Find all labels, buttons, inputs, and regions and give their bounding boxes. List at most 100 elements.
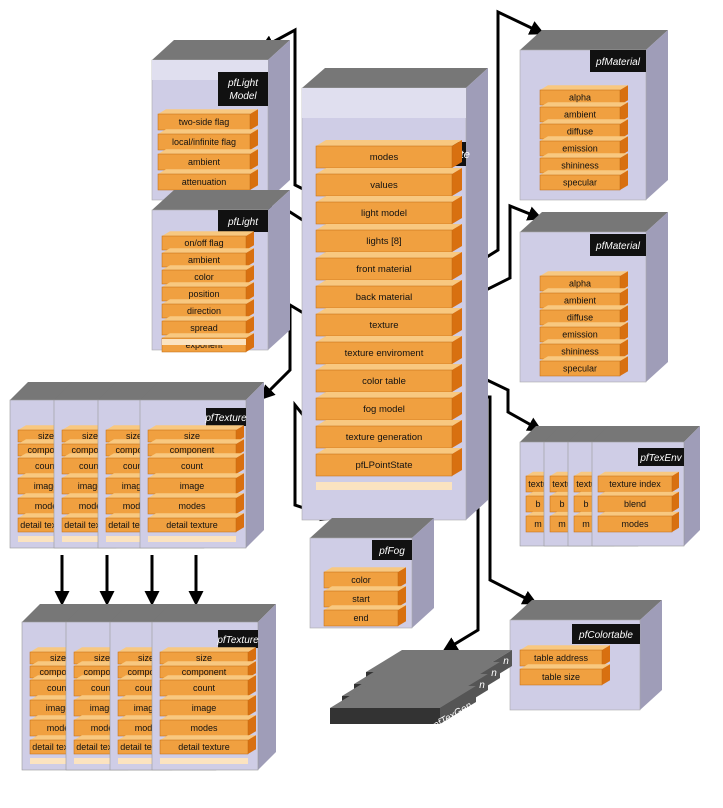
texenv-card-0-label-2: m xyxy=(534,519,542,529)
texenv-card-2-label-2: m xyxy=(582,519,590,529)
texture-bottom-stack-card-2-label-5: detail texture xyxy=(120,742,172,752)
material-back-field-0-label: alpha xyxy=(569,279,591,289)
light-field-0-label: on/off flag xyxy=(184,238,223,248)
texture-bottom-stack-card-3-field-2 xyxy=(159,675,256,697)
texture-bottom-stack-card-3-label-5: detail texture xyxy=(178,742,230,752)
light-model-field-0-label: two-side flag xyxy=(179,117,230,127)
fog-field-2: end xyxy=(323,605,406,627)
texture-top-stack-card-1-label-2: count xyxy=(79,461,102,471)
texture-bottom-stack-card-0-label-4: mode xyxy=(47,723,70,733)
geostate-field-7: texture enviroment xyxy=(315,336,462,365)
geostate-field-5-label: back material xyxy=(356,292,413,303)
texture-top-stack-card-0-label-3: image xyxy=(34,481,59,491)
geostate-top-face xyxy=(302,68,488,88)
material-front-header xyxy=(590,50,646,72)
material-back-field-1-label: ambient xyxy=(564,296,597,306)
geostate-field-3-label: lights [8] xyxy=(366,236,401,247)
texenv-front-title: pfTexEnv xyxy=(639,453,682,464)
texture-bottom-stack-card-1-label-1: compone xyxy=(83,667,120,677)
colortable-field-0-label: table address xyxy=(534,653,589,663)
light-field-1-label: ambient xyxy=(188,255,221,265)
material-front-field-5: specular xyxy=(539,170,628,191)
texgen-slab-1-label: n xyxy=(491,668,497,679)
texgen-slab-2-label: n xyxy=(479,680,485,691)
texture-bottom-stack-card-1-label-5: detail texture xyxy=(76,742,128,752)
texture-bottom-stack-card-1-label-3: image xyxy=(90,703,115,713)
texture-top-stack-card-3-field-5 xyxy=(147,513,244,533)
colortable-field-bars: table address table size xyxy=(519,645,610,686)
texture-bottom-stack-card-3-label-4: modes xyxy=(190,723,218,733)
texture-bottom-stack-card-0-label-3: image xyxy=(46,703,71,713)
material-front-field-2: diffuse xyxy=(539,119,628,140)
fog-field-1-label: start xyxy=(352,594,370,604)
texture-top-stack-card-0-label-5: detail texture xyxy=(20,520,72,530)
light-model-field-1-label: local/infinite flag xyxy=(172,137,236,147)
light-model-header xyxy=(218,72,268,106)
texture-top-stack-card-0-label-1: compone xyxy=(27,445,64,455)
material-back-title: pfMaterial xyxy=(595,241,641,252)
texture-top-stack-card-1-label-1: compone xyxy=(71,445,108,455)
material-back-field-4-label: shininess xyxy=(561,347,599,357)
geostate-field-0-label: modes xyxy=(370,152,399,163)
texture-top-stack-card-1-label-0: size xyxy=(82,431,98,441)
fog-title: pfFog xyxy=(378,546,405,557)
geostate-field-8-label: color table xyxy=(362,376,406,387)
light-field-3: position xyxy=(161,282,254,302)
geostate-field-10: texture generation xyxy=(315,420,462,449)
light-model-title-1: pfLight xyxy=(227,78,259,89)
geostate-field-10-label: texture generation xyxy=(346,432,423,443)
material-back-header xyxy=(590,234,646,256)
texture-bottom-stack-card-0-label-1: compone xyxy=(39,667,76,677)
texture-top-stack-card-3-label-2: count xyxy=(181,461,204,471)
texture-top-stack-card-1-label-3: image xyxy=(78,481,103,491)
material-front-title: pfMaterial xyxy=(595,57,641,68)
colortable-field-1-label: table size xyxy=(542,672,580,682)
texture-bottom-stack-card-2-label-2: count xyxy=(135,683,158,693)
light-field-2-label: color xyxy=(194,272,214,282)
light-model-field-2-label: ambient xyxy=(188,157,221,167)
material-back-field-4: shininess xyxy=(539,339,628,360)
texture-top-stack-card-2-label-1: compone xyxy=(115,445,152,455)
fog-field-2-label: end xyxy=(353,613,368,623)
geostate-field-0: modes xyxy=(315,140,462,169)
geostate-field-11-label: pfLPointState xyxy=(355,460,412,471)
texture-top-stack-card-3-label-4: modes xyxy=(178,501,206,511)
texture-top-stack-card-2-label-3: image xyxy=(122,481,147,491)
texture-top-stack-card-3: pfTexturesizecomponentcountimagemodesdet… xyxy=(139,382,264,549)
material-back-field-5: specular xyxy=(539,356,628,377)
geostate-field-4-label: front material xyxy=(356,264,411,275)
geostate-side-face xyxy=(466,68,488,520)
light-model-field-0: two-side flag xyxy=(157,109,258,131)
colortable-header xyxy=(572,624,640,644)
texture-top-stack-card-3-field-1 xyxy=(147,439,244,457)
colortable-title: pfColortable xyxy=(578,630,633,641)
material-back-field-3-label: emission xyxy=(562,330,598,340)
geostate-field-6: texture xyxy=(315,308,462,337)
material-front-field-1: ambient xyxy=(539,102,628,123)
geostate-base xyxy=(316,482,452,490)
texture-bottom-stack-card-2-label-3: image xyxy=(134,703,159,713)
texenv-card-2-label-1: b xyxy=(583,499,588,509)
texenv-card-3-field-2 xyxy=(597,511,679,533)
colortable-field-1: table size xyxy=(519,664,610,686)
geostate-field-6-label: texture xyxy=(369,320,398,331)
texture-bottom-stack-card-1-label-2: count xyxy=(91,683,114,693)
texture-top-stack-card-0-label-2: count xyxy=(35,461,58,471)
light-model-title-2: Model xyxy=(229,91,257,102)
material-back-field-3: emission xyxy=(539,322,628,343)
texenv-card-0-label-1: b xyxy=(535,499,540,509)
material-back-field-5-label: specular xyxy=(563,364,597,374)
light-field-5-label: spread xyxy=(190,323,218,333)
texenv-card-1-label-1: b xyxy=(559,499,564,509)
material-front-field-5-label: specular xyxy=(563,178,597,188)
geostate-field-1: values xyxy=(315,168,462,197)
fog-field-1: start xyxy=(323,586,406,608)
fog-header xyxy=(372,540,412,560)
texture-bottom-stack-card-2-label-4: mode xyxy=(135,723,158,733)
material-front-field-3-label: emission xyxy=(562,144,598,154)
